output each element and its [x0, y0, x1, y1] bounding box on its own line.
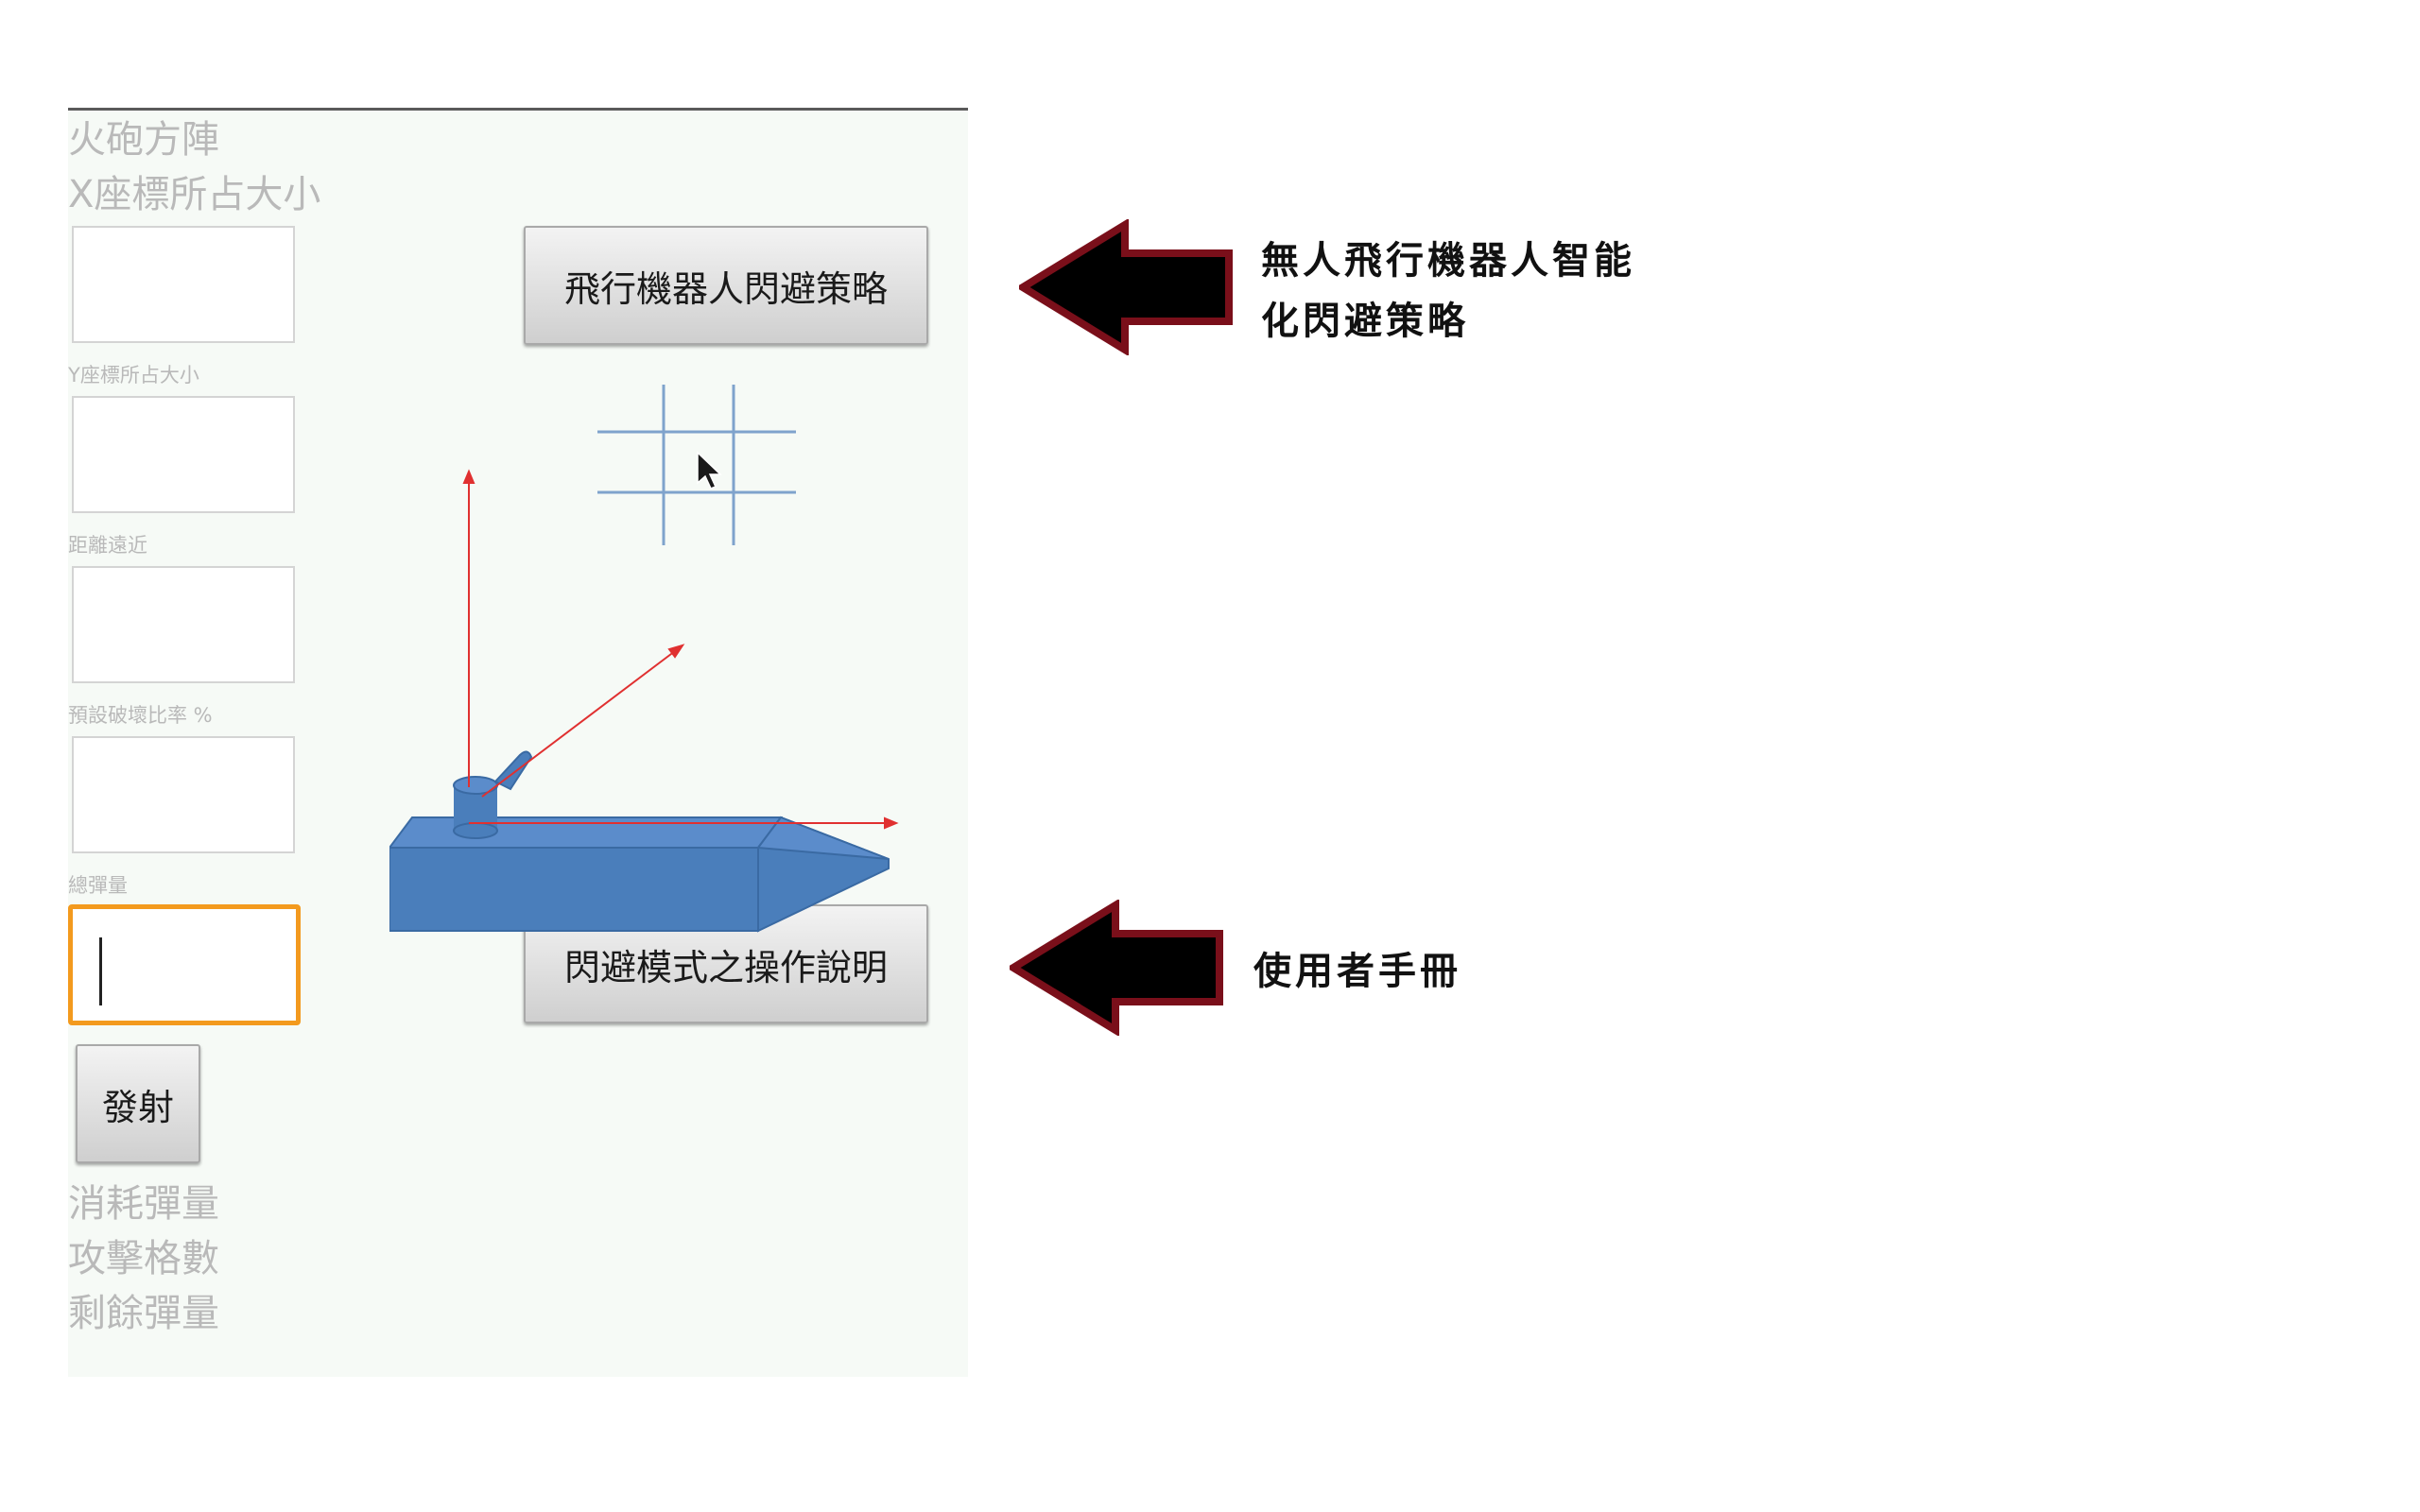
left-arrow-icon [1019, 219, 1233, 355]
total-ammo-label: 總彈量 [68, 874, 128, 897]
text-caret [99, 937, 102, 1005]
y-size-input[interactable] [72, 396, 295, 513]
remaining-ammo-label: 剩餘彈量 [68, 1292, 219, 1335]
axis-lines [462, 469, 899, 830]
distance-input[interactable] [72, 566, 295, 683]
ship-illustration [389, 385, 899, 933]
x-size-label: X座標所占大小 [68, 173, 321, 216]
damage-rate-input[interactable] [72, 736, 295, 853]
ship-body [389, 816, 890, 933]
total-ammo-input[interactable] [68, 904, 301, 1025]
strategy-annotation-line1: 無人飛行機器人智能 [1261, 238, 1635, 283]
distance-label: 距離遠近 [68, 534, 147, 557]
consumed-ammo-label: 消耗彈量 [68, 1182, 219, 1226]
damage-rate-label: 預設破壞比率 % [68, 704, 213, 727]
app-panel: 火砲方陣 X座標所占大小 Y座標所占大小 距離遠近 預設破壞比率 % 總彈量 發… [68, 108, 968, 1377]
manual-annotation: 使用者手冊 [1253, 949, 1461, 993]
x-size-input[interactable] [72, 226, 295, 343]
y-size-label: Y座標所占大小 [68, 364, 199, 387]
cursor-icon [697, 451, 722, 490]
target-grid [597, 385, 796, 545]
strategy-annotation-line2: 化閃避策略 [1261, 299, 1469, 343]
evade-strategy-button[interactable]: 飛行機器人閃避策略 [524, 226, 928, 345]
fire-button[interactable]: 發射 [76, 1044, 200, 1163]
app-title: 火砲方陣 [68, 118, 219, 162]
attack-cells-label: 攻擊格數 [68, 1237, 219, 1280]
left-arrow-icon [1010, 900, 1223, 1036]
